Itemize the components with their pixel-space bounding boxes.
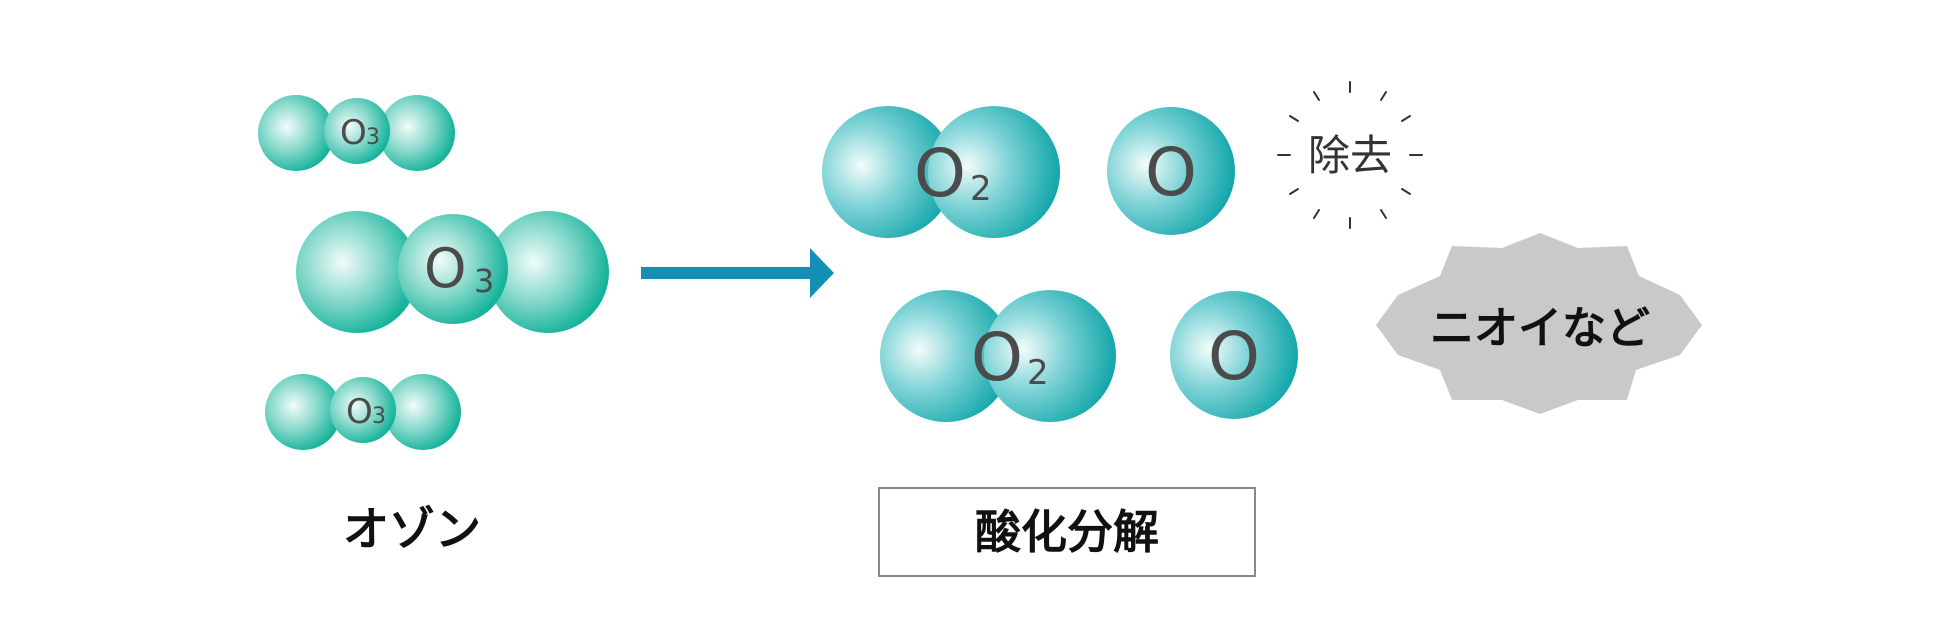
molecule-subscript: 3 <box>474 262 494 300</box>
molecule-subscript: 3 <box>372 404 386 429</box>
starburst-shape <box>1376 233 1702 414</box>
molecule-symbol: O <box>1145 134 1197 211</box>
molecule-symbol: O <box>914 135 966 212</box>
molecule-symbol: O <box>340 113 367 153</box>
right-arrow-icon <box>641 248 834 298</box>
oxidation-caption-box: 酸化分解 <box>878 487 1256 577</box>
oxygen-molecule-top: O 2 <box>822 106 1060 238</box>
ozone-caption: オゾン <box>343 502 481 556</box>
oxygen-atom-top: O <box>1107 107 1235 235</box>
oxygen-atom-bottom: O <box>1170 291 1298 419</box>
sparkle-icon <box>1277 81 1423 229</box>
removal-burst: 除去 <box>1277 81 1423 229</box>
molecule-symbol: O <box>424 237 467 300</box>
ozone-molecule-small-top: O 3 <box>258 95 455 171</box>
molecule-symbol: O <box>1208 318 1260 395</box>
oxygen-molecule-bottom: O 2 <box>880 290 1116 422</box>
odor-starburst: ニオイなど <box>1376 233 1702 414</box>
removal-label: 除去 <box>1308 131 1392 180</box>
ozone-molecule-large: O 3 <box>296 211 609 333</box>
molecule-subscript: 3 <box>366 125 380 150</box>
molecule-subscript: 2 <box>1027 353 1049 393</box>
molecule-symbol: O <box>971 319 1023 396</box>
odor-label: ニオイなど <box>1430 303 1650 354</box>
oxidation-caption: 酸化分解 <box>975 505 1159 559</box>
molecule-symbol: O <box>346 392 373 432</box>
molecule-subscript: 2 <box>970 169 992 209</box>
ozone-molecule-small-bottom: O 3 <box>265 374 461 450</box>
